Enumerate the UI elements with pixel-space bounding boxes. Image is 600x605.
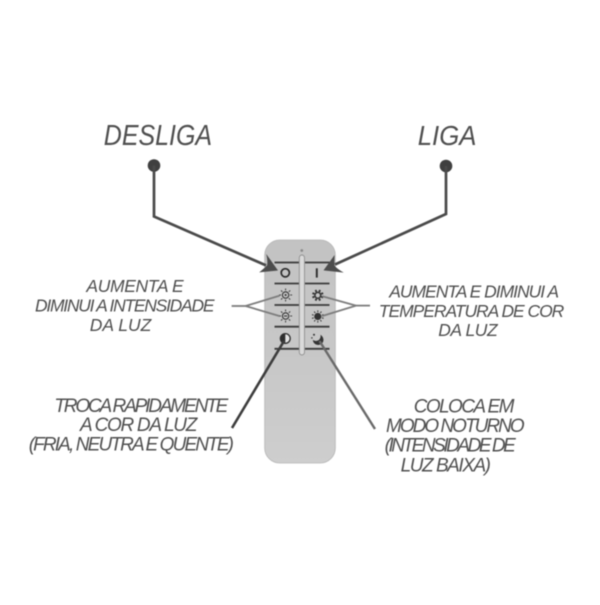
svg-text:COLOCA EM: COLOCA EM (414, 396, 515, 417)
svg-text:LIGA: LIGA (418, 120, 477, 151)
svg-text:TEMPERATURA DE COR: TEMPERATURA DE COR (379, 301, 565, 321)
svg-text:MODO NOTURNO: MODO NOTURNO (386, 416, 525, 437)
svg-text:AUMENTA E: AUMENTA E (85, 276, 184, 296)
svg-text:DIMINUI A INTENSIDADE: DIMINUI A INTENSIDADE (35, 295, 215, 315)
svg-text:DA LUZ: DA LUZ (90, 315, 153, 335)
svg-text:(INTENSIDADE DE: (INTENSIDADE DE (385, 436, 517, 457)
svg-text:DESLIGA: DESLIGA (104, 120, 212, 152)
svg-text:TROCA RAPIDAMENTE: TROCA RAPIDAMENTE (54, 396, 228, 417)
svg-text:LUZ BAIXA): LUZ BAIXA) (401, 456, 491, 477)
svg-text:(FRIA, NEUTRA E QUENTE): (FRIA, NEUTRA E QUENTE) (29, 435, 234, 456)
svg-text:AUMENTA E DIMINUI A: AUMENTA E DIMINUI A (388, 281, 559, 301)
svg-text:A COR DA LUZ: A COR DA LUZ (79, 415, 199, 436)
svg-text:DA LUZ: DA LUZ (438, 320, 499, 340)
